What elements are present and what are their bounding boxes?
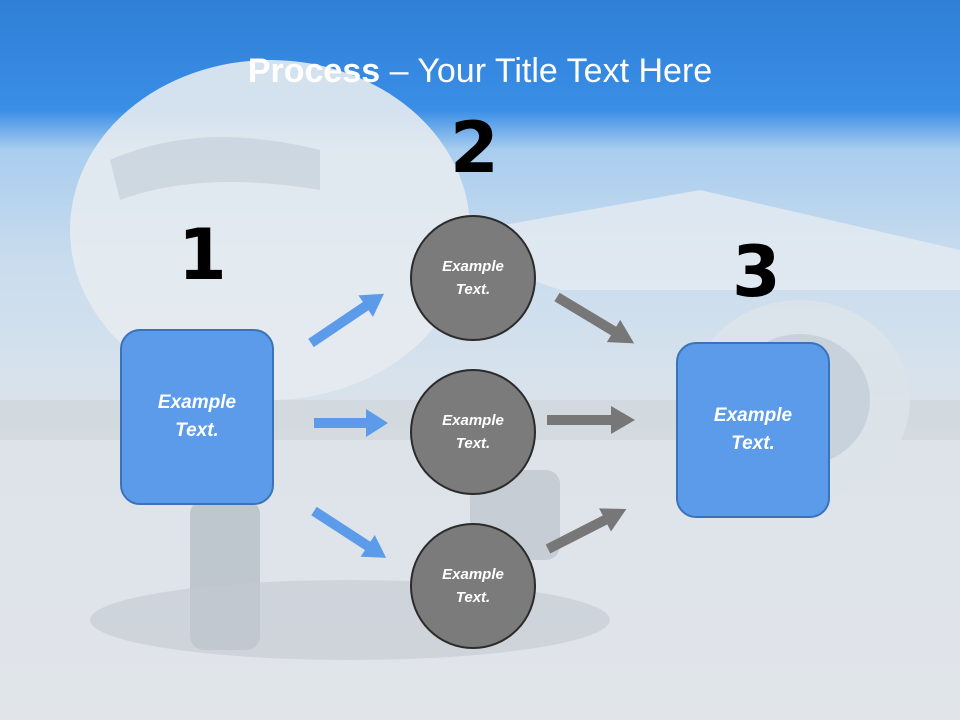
step-number-3: 3 (732, 231, 781, 313)
gray-arrow-down (554, 292, 635, 344)
title-bold: Process (247, 52, 381, 90)
blue-arrow-down (311, 506, 387, 558)
left-process-box: Example Text. (120, 329, 274, 505)
blue-arrow-up (308, 293, 384, 348)
left-box-text: Example Text. (157, 391, 237, 442)
circle-middle: Example Text. (410, 369, 536, 495)
step-number-2: 2 (450, 107, 499, 189)
circle-bottom-text: Example Text. (442, 565, 504, 606)
title-rest: Your Title Text Here (417, 52, 713, 90)
circle-middle-text: Example Text. (442, 411, 504, 452)
gray-arrow-right (547, 406, 635, 434)
right-process-box: Example Text. (676, 342, 830, 518)
circle-bottom: Example Text. (410, 523, 536, 649)
circle-top-text: Example Text. (442, 257, 504, 298)
right-box-text: Example Text. (713, 404, 793, 455)
slide-title: Process – Your Title Text Here (0, 52, 960, 91)
blue-arrow-right (314, 409, 388, 437)
gray-arrow-up (545, 508, 627, 554)
title-dash: – (380, 52, 418, 90)
step-number-1: 1 (178, 214, 227, 296)
circle-top: Example Text. (410, 215, 536, 341)
